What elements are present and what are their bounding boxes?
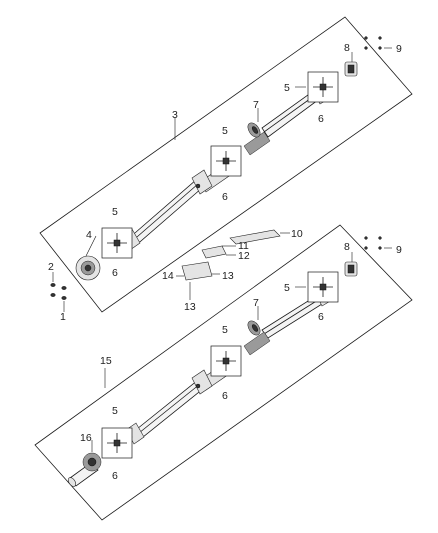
lower-driveshaft-assembly [34,224,413,521]
callout-15: 15 [100,355,112,367]
bolts-item-9-upper [364,36,382,50]
flange-item-4 [75,255,101,281]
lower-assembly-outline [34,224,413,521]
callout-9-lower: 9 [396,244,402,256]
upper-ujoint-box-front [101,227,133,259]
block-item-13-14 [176,261,220,300]
bracket-item-8-upper [344,61,358,77]
lower-ujoint-box-rear [307,271,339,303]
callout-11: 11 [238,240,249,252]
callout-4: 4 [86,229,92,241]
callout-5-lower-front: 5 [112,405,118,417]
callout-7-upper: 7 [253,99,259,111]
callout-2: 2 [48,261,54,273]
callout-5-upper-middle: 5 [222,125,228,137]
callout-3: 3 [172,109,178,121]
lower-ujoint-box-middle [210,345,242,377]
upper-center-bearing [247,122,261,138]
callout-6-lower-middle: 6 [222,390,228,402]
lower-mid-yoke [191,369,213,395]
upper-driveshaft-assembly [39,16,413,313]
loose-parts [50,229,290,312]
callout-13-bottom: 13 [184,301,196,313]
callout-10: 10 [291,228,303,240]
callout-6-upper-rear: 6 [318,113,324,125]
callout-9-upper: 9 [396,43,402,55]
lower-center-bearing [247,320,261,336]
callout-1: 1 [60,311,66,323]
pad-item-12 [201,245,236,259]
callout-5-upper-rear: 5 [284,82,290,94]
callout-6-upper-middle: 6 [222,191,228,203]
stub-shaft-item-16 [67,452,102,487]
bolts-item-9-lower [364,236,382,250]
callout-14: 14 [162,270,174,282]
callout-8-lower: 8 [344,241,350,253]
callout-6-lower-rear: 6 [318,311,324,323]
callout-13-right: 13 [222,270,234,282]
upper-ujoint-box-rear [307,71,339,103]
heat-shield-item-10 [229,229,290,245]
callout-12: 12 [238,250,250,262]
callout-16: 16 [80,432,92,444]
callout-5-upper-front: 5 [112,206,118,218]
upper-shaft-front-tube [127,179,203,248]
lower-ujoint-box-front [101,427,133,459]
callout-8-upper: 8 [344,42,350,54]
callout-6-upper-front: 6 [112,267,118,279]
callout-5-lower-rear: 5 [284,282,290,294]
lower-shaft-front-tube [131,379,205,442]
callout-labels: 3 4 5 6 5 6 5 6 7 8 9 2 1 10 11 12 13 14… [48,42,402,482]
callout-5-lower-middle: 5 [222,324,228,336]
callout-7-lower: 7 [253,297,259,309]
clips-items-1-2 [50,272,67,312]
callout-6-lower-front: 6 [112,470,118,482]
upper-assembly-outline [39,16,413,313]
bracket-item-8-lower [344,261,358,277]
upper-mid-yoke [191,169,213,195]
upper-ujoint-box-middle [210,145,242,177]
